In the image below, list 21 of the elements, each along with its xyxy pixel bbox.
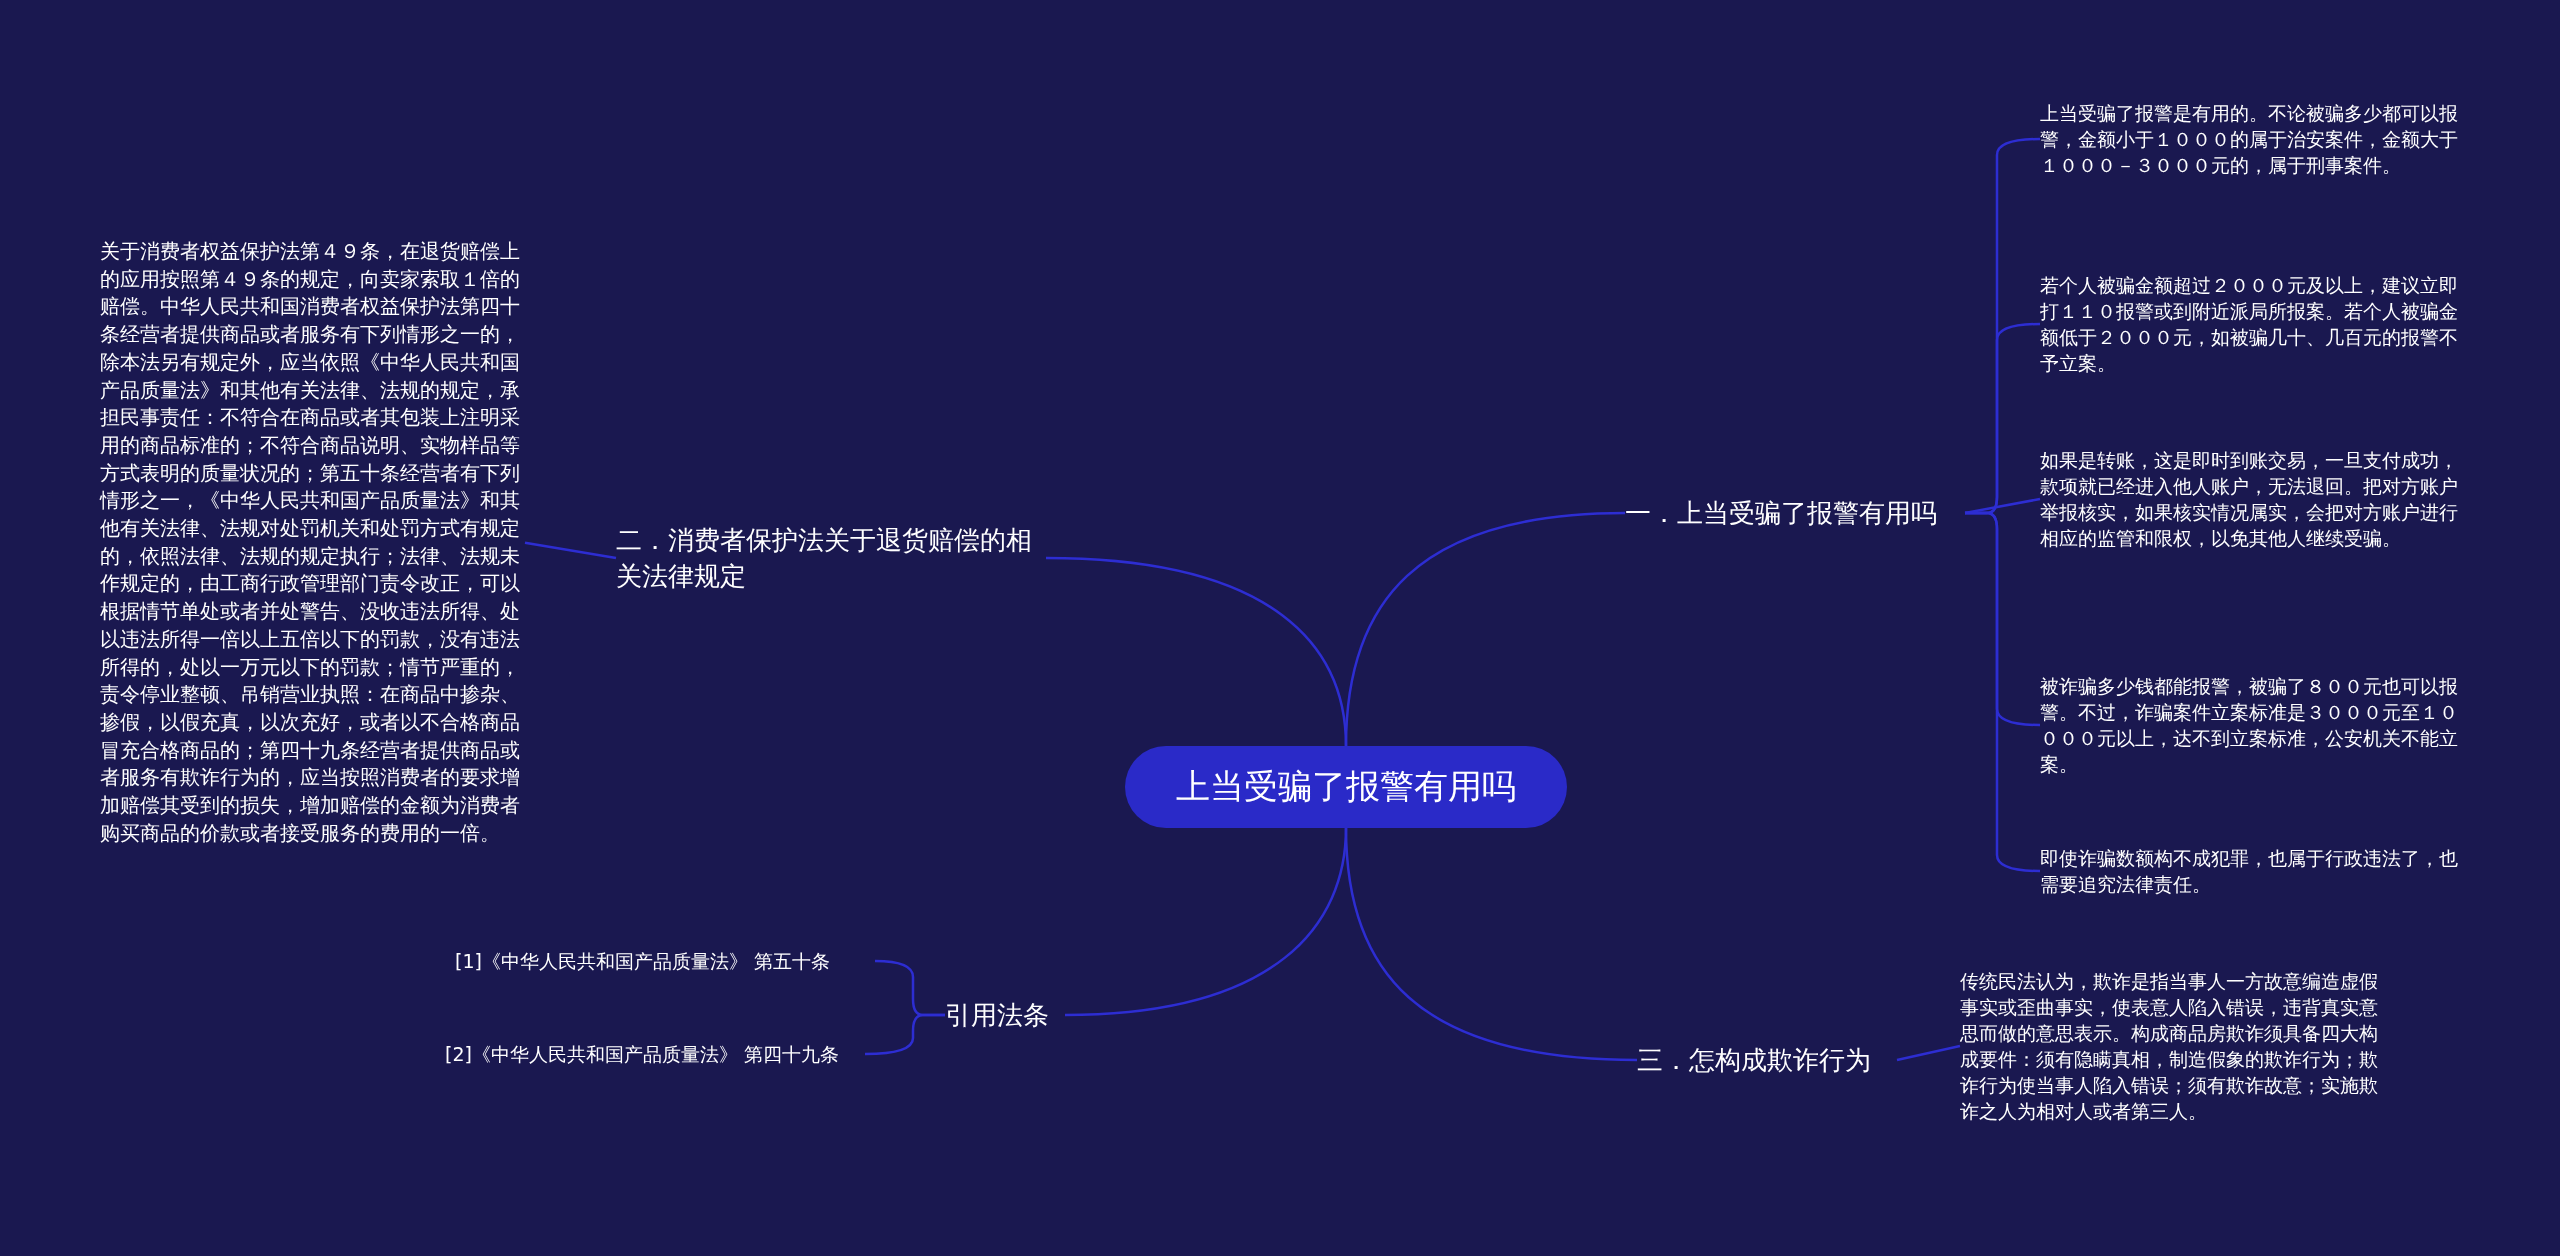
branch-line xyxy=(1965,511,2040,873)
branch-line xyxy=(1964,497,2041,515)
central-topic: 上当受骗了报警有用吗 xyxy=(1125,746,1567,828)
branch-topic: 三．怎构成欺诈行为 xyxy=(1637,1042,1897,1078)
note-text: 传统民法认为，欺诈是指当事人一方故意编造虚假事实或歪曲事实，使表意人陷入错误，违背真实意思而做的意思表示。构成商品房欺诈须具备四大构成要件：须有隐瞒真相，制造假象的欺诈行为；欺诈行为使当事人陷入错误；须有欺诈故意；实施欺诈之人为相对人或者第三人。 xyxy=(1960,968,2390,1124)
branch-topic: 一．上当受骗了报警有用吗 xyxy=(1625,495,1965,531)
note-text: 如果是转账，这是即时到账交易，一旦支付成功，款项就已经进入他人账户，无法退回。把对方账户举报核实，如果核实情况属实，会把对方账户进行相应的监管和限权，以免其他人继续受骗。 xyxy=(2040,447,2465,551)
branch-line xyxy=(1344,827,1638,1062)
note-text: 被诈骗多少钱都能报警，被骗了８００元也可以报警。不过，诈骗案件立案标准是３０００元至１００００元以上，达不到立案标准，公安机关不能立案。 xyxy=(2040,673,2465,777)
branch-line xyxy=(524,541,617,560)
note-text: 关于消费者权益保护法第４９条，在退货赔偿上的应用按照第４９条的规定，向卖家索取１倍的赔偿。中华人民共和国消费者权益保护法第四十条经营者提供商品或者服务有下列情形之一的，除本法另有规定外，应当依照《中华人民共和国产品质量法》和其他有关法律、法规的规定，承担民事责任：不符合在商品或者其包装上注明采用的商品标准的；不符合商品说明、实物样品等方式表明的质量状况的；第五十条经营者有下列情形之一，《中华人民共和国产品质量法》和其他有关法律、法规对处罚机关和处罚方式有规定的，依照法律、法规的规定执行；法律、法规未作规定的，由工商行政管理部门责令改正，可以根据情节单处或者并处警告、没收违法所得、处以违法所得一倍以上五倍以下的罚款，没有违法所得的，处以一万元以下的罚款；情节严重的，责令停业整顿、吊销营业执照：在商品中掺杂、掺假，以假充真，以次充好，或者以不合格商品冒充合格商品的；第四十九条经营者提供商品或者服务有欺诈行为的，应当按照消费者的要求增加赔偿其受到的损失，增加赔偿的金额为消费者购买商品的价款或者接受服务的费用的一倍。 xyxy=(100,238,525,848)
citation-text: [2]《中华人民共和国产品质量法》 第四十九条 xyxy=(445,1041,865,1067)
citation-text: [1]《中华人民共和国产品质量法》 第五十条 xyxy=(455,948,875,974)
note-text: 若个人被骗金额超过２０００元及以上，建议立即打１１０报警或到附近派局所报案。若个人被骗金额低于２０００元，如被骗几十、几百元的报警不予立案。 xyxy=(2040,272,2465,376)
note-text: 上当受骗了报警是有用的。不论被骗多少都可以报警，金额小于１０００的属于治安案件，金额大于１０００－３０００元的，属于刑事案件。 xyxy=(2040,100,2465,178)
branch-topic: 引用法条 xyxy=(945,997,1065,1033)
branch-topic: 二．消费者保护法关于退货赔偿的相关法律规定 xyxy=(616,522,1046,594)
note-text: 即使诈骗数额构不成犯罪，也属于行政违法了，也需要追究法律责任。 xyxy=(2040,845,2465,897)
branch-line xyxy=(1896,1044,1961,1062)
branch-line xyxy=(1045,556,1348,747)
branch-line xyxy=(865,1013,945,1056)
